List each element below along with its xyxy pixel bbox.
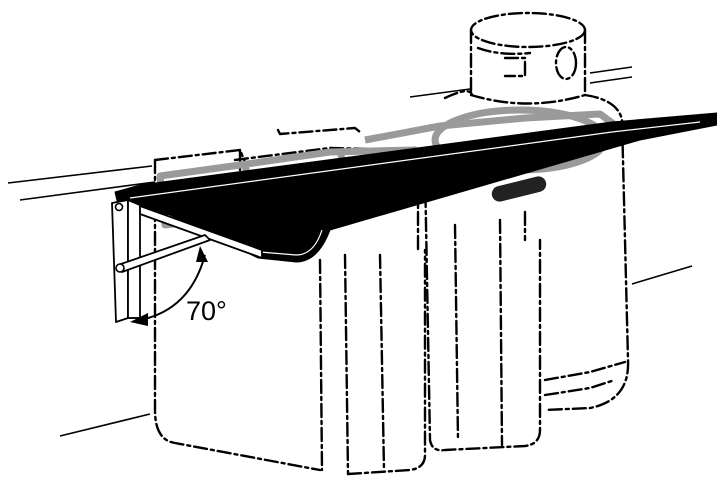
arrow-head-icon [196,246,208,262]
hinge-bracket [111,199,263,323]
pull-out-frame [114,112,717,263]
arrow-head-icon [130,313,148,326]
angle-indicator: 70° [130,246,227,326]
round-bin [443,11,630,412]
angle-label: 70° [186,296,227,326]
middle-bin [276,126,542,452]
cabinet-lines [7,66,693,437]
